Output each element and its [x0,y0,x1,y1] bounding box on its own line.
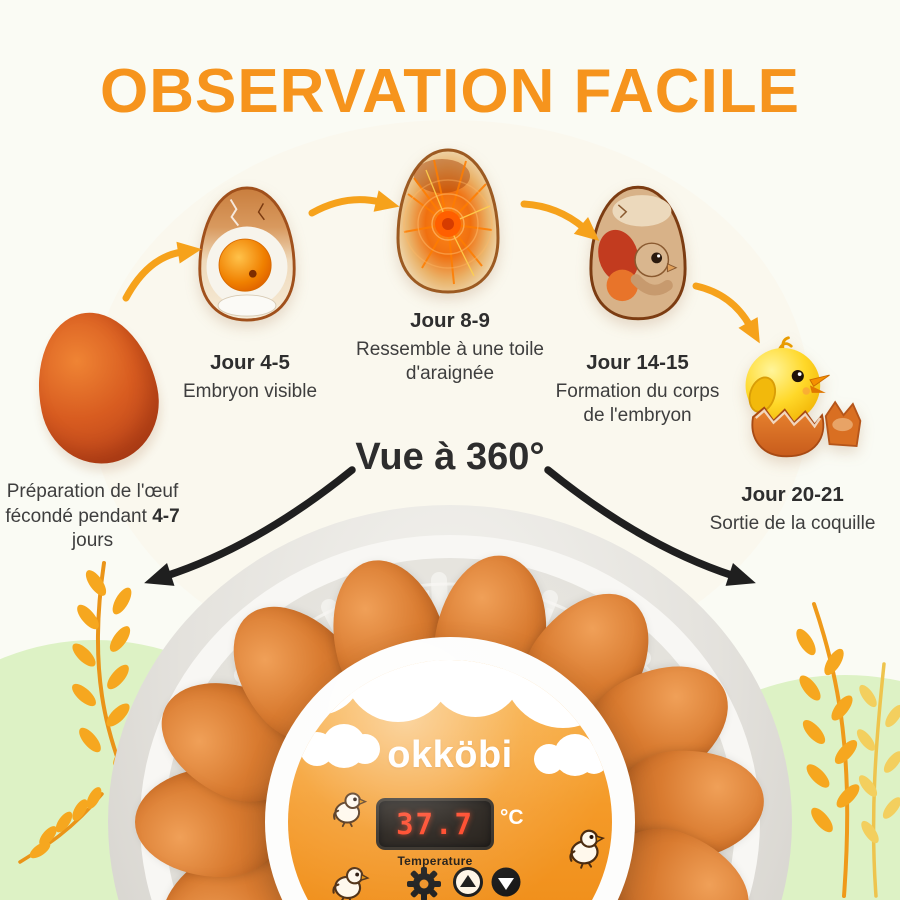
spiderweb-egg-icon [396,148,500,294]
stage-caption-day4-5: Jour 4-5 Embryon visible [170,350,330,404]
stage-desc: Ressemble à une toile d'araignée [356,338,544,385]
down-button-icon[interactable] [490,866,522,898]
stage-day-label: Jour 4-5 [210,351,290,374]
embryo-body-egg-icon [589,185,687,321]
stage-caption-day14-15: Jour 14-15 Formation du corps de l'embry… [545,350,730,429]
wheat-branch-left-icon [72,561,135,792]
hatching-chick-icon [745,336,862,458]
temperature-display: 37.7 [376,798,494,850]
page-title: OBSERVATION FACILE [99,57,801,126]
stage-day-label: Jour 8-9 [410,309,490,332]
stage-desc: Sortie de la coquille [709,512,876,534]
chick-icon [331,865,370,900]
temperature-value: 37.7 [396,807,474,841]
caption-bold: 4-7 [152,505,180,527]
stage-caption-preparation: Préparation de l'œuf fécondé pendant 4-7… [5,480,180,554]
control-panel: okköbi 37.7 °C Temperature [288,660,612,900]
stage-desc: Formation du corps de l'embryon [555,380,720,427]
embryo-egg-icon [198,186,296,322]
stage-caption-day8-9: Jour 8-9 Ressemble à une toile d'araigné… [355,308,545,387]
brand-logo: okköbi [387,734,513,776]
stage-desc: Embryon visible [182,380,318,402]
stage-caption-day20-21: Jour 20-21 Sortie de la coquille [700,482,885,536]
up-button-icon[interactable] [452,866,484,898]
stage-day-label: Jour 20-21 [741,483,844,506]
view-360-label: Vue à 360° [355,436,545,478]
temperature-unit: °C [500,806,524,829]
caption-text: Préparation de l'œuf fécondé pendant [5,481,179,527]
stage-day-label: Jour 14-15 [586,351,689,374]
chick-icon [333,792,367,828]
caption-text: jours [71,530,114,552]
wheat-branch-right-icon [796,602,900,898]
chick-icon [566,828,608,870]
gear-icon[interactable] [406,866,442,900]
wheat-sprig-left-icon [18,787,104,864]
